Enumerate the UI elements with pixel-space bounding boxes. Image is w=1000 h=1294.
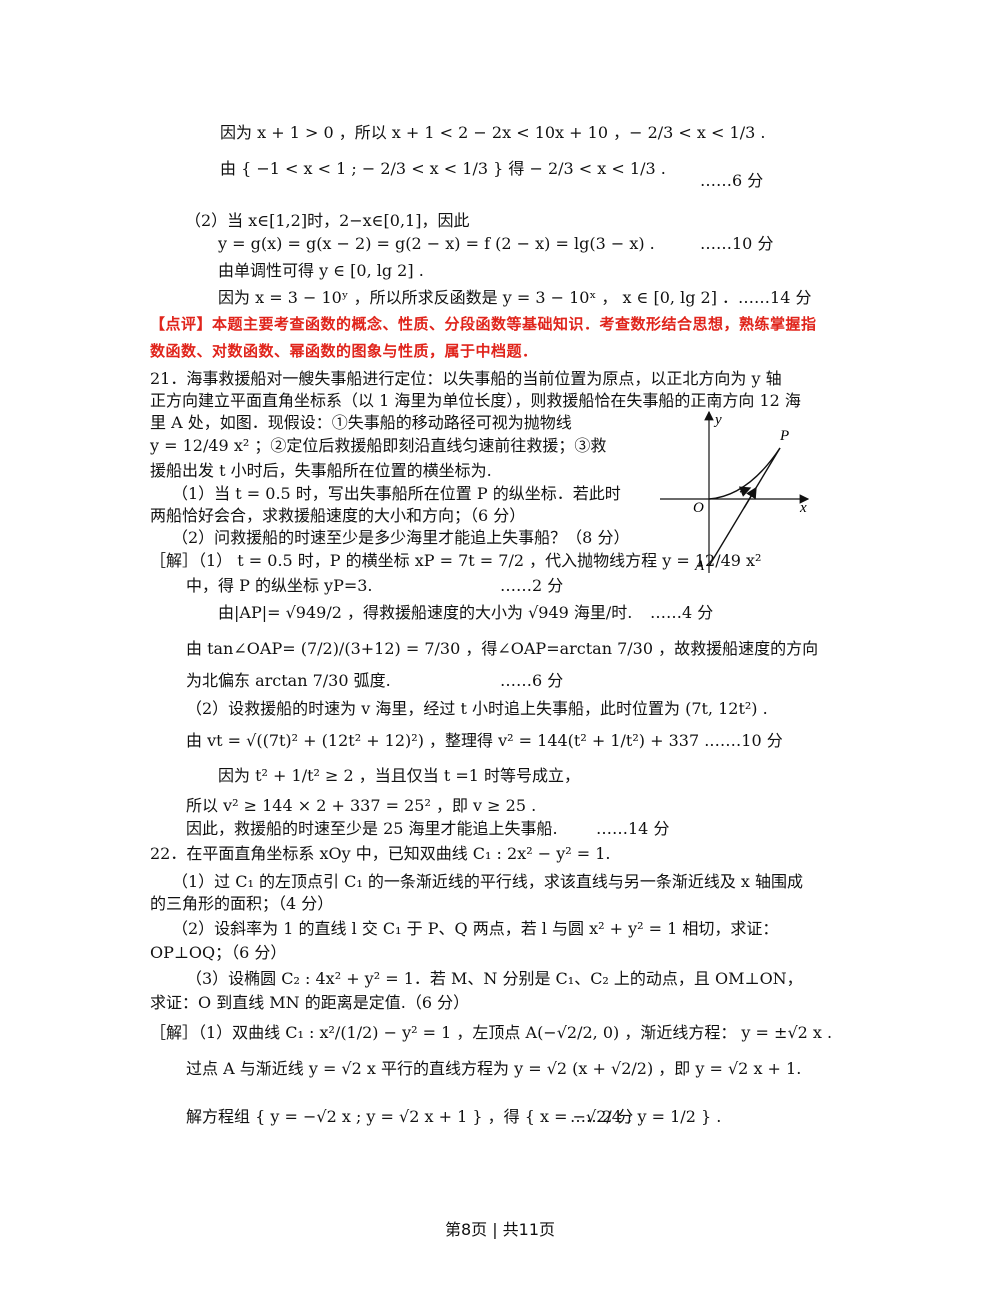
text-line: ……2 分 <box>570 1107 634 1126</box>
text-line: 22．在平面直角坐标系 xOy 中，已知双曲线 C₁ : 2x² − y² = … <box>150 844 611 863</box>
text-line: 求证：O 到直线 MN 的距离是定值.（6 分） <box>150 993 470 1012</box>
text-line: 因为 x + 1 > 0 ，所以 x + 1 < 2 − 2x < 10x + … <box>220 123 766 142</box>
text-line: ［解］（1）双曲线 C₁ : x²/(1/2) − y² = 1 ，左顶点 A(… <box>150 1023 833 1042</box>
text-line: 【点评】本题主要考查函数的概念、性质、分段函数等基础知识．考查数形结合思想，熟练… <box>150 315 817 333</box>
text-line: 数函数、对数函数、幂函数的图象与性质，属于中档题． <box>150 342 538 360</box>
coordinate-figure: y x O P A <box>660 410 810 574</box>
text-line: ……14 分 <box>596 819 670 838</box>
text-line: 因此，救援船的时速至少是 25 海里才能追上失事船. <box>186 819 558 838</box>
text-line: 所以 v² ≥ 144 × 2 + 337 = 25² ，即 v ≥ 25 . <box>186 796 537 815</box>
text-line: 援船出发 t 小时后，失事船所在位置的横坐标为. <box>150 461 492 480</box>
text-line: （3）设椭圆 C₂ : 4x² + y² = 1．若 M、N 分别是 C₁、C₂… <box>186 969 803 988</box>
text-line: ……10 分 <box>700 234 774 253</box>
text-line: 中，得 P 的纵坐标 yP=3. <box>186 576 373 595</box>
text-line: 由|AP|= √949/2 ，得救援船速度的大小为 √949 海里/时. <box>218 603 633 622</box>
text-line: ……6 分 <box>500 671 564 690</box>
page-footer: 第8页 | 共11页 <box>444 1220 556 1239</box>
text-line: ……6 分 <box>700 171 764 190</box>
text-line: 正方向建立平面直角坐标系（以 1 海里为单位长度），则救援船恰在失事船的正南方向… <box>150 391 801 410</box>
text-line: 由单调性可得 y ∈ [0, lg 2] . <box>218 261 424 280</box>
text-line: 解方程组 { y = −√2 x ; y = √2 x + 1 } ，得 { x… <box>186 1107 722 1126</box>
curve-arrow <box>738 486 752 497</box>
text-line: y = g(x) = g(x − 2) = g(2 − x) = f (2 − … <box>218 234 655 253</box>
text-line: 里 A 处，如图．现假设：①失事船的移动路径可视为抛物线 <box>150 413 572 432</box>
text-line: （1）当 t = 0.5 时，写出失事船所在位置 P 的纵坐标．若此时 <box>172 484 621 503</box>
text-line: （2）问救援船的时速至少是多少海里才能追上失事船？（8 分） <box>172 528 630 547</box>
text-line: 由 vt = √((7t)² + (12t² + 12)²) ，整理得 v² =… <box>186 731 783 750</box>
text-line: 的三角形的面积；（4 分） <box>150 894 334 913</box>
text-line: OP⊥OQ；（6 分） <box>150 943 287 962</box>
text-line: （2）设斜率为 1 的直线 l 交 C₁ 于 P、Q 两点，若 l 与圆 x² … <box>172 919 779 938</box>
text-line: （2）当 x∈[1,2]时，2−x∈[0,1]，因此 <box>185 211 470 230</box>
text-line: y = 12/49 x² ；②定位后救援船即刻沿直线匀速前往救援；③救 <box>150 436 607 455</box>
text-line: （1）过 C₁ 的左顶点引 C₁ 的一条渐近线的平行线，求该直线与另一条渐近线及… <box>172 872 804 891</box>
text-line: 两船恰好会合，求救援船速度的大小和方向；（6 分） <box>150 506 526 525</box>
point-p-label: P <box>779 428 789 444</box>
text-line: 因为 x = 3 − 10ʸ ，所以所求反函数是 y = 3 − 10ˣ ， x… <box>218 288 812 307</box>
y-axis-label: y <box>713 412 722 428</box>
text-line: 由 { −1 < x < 1 ; − 2/3 < x < 1/3 } 得 − 2… <box>220 159 666 178</box>
text-line: 因为 t² + 1/t² ≥ 2 ，当且仅当 t =1 时等号成立， <box>218 766 581 785</box>
direction-arrow <box>743 486 757 509</box>
text-line: ……2 分 <box>500 576 564 595</box>
text-line: 由 tan∠OAP= (7/2)/(3+12) = 7/30 ，得∠OAP=ar… <box>186 639 819 658</box>
text-line: 为北偏东 arctan 7/30 弧度. <box>186 671 391 690</box>
text-line: （2）设救援船的时速为 v 海里，经过 t 小时追上失事船，此时位置为 (7t,… <box>186 699 768 718</box>
text-line: ……4 分 <box>650 603 714 622</box>
text-line: ［解］（1） t = 0.5 时，P 的横坐标 xP = 7t = 7/2 ，代… <box>150 551 762 570</box>
origin-label: O <box>693 500 704 516</box>
x-axis-label: x <box>799 500 807 516</box>
text-line: 过点 A 与渐近线 y = √2 x 平行的直线方程为 y = √2 (x + … <box>186 1059 802 1078</box>
parabola-curve <box>708 447 781 500</box>
point-a-label: A <box>694 558 705 574</box>
text-line: 21．海事救援船对一艘失事船进行定位：以失事船的当前位置为原点，以正北方向为 y… <box>150 369 782 388</box>
